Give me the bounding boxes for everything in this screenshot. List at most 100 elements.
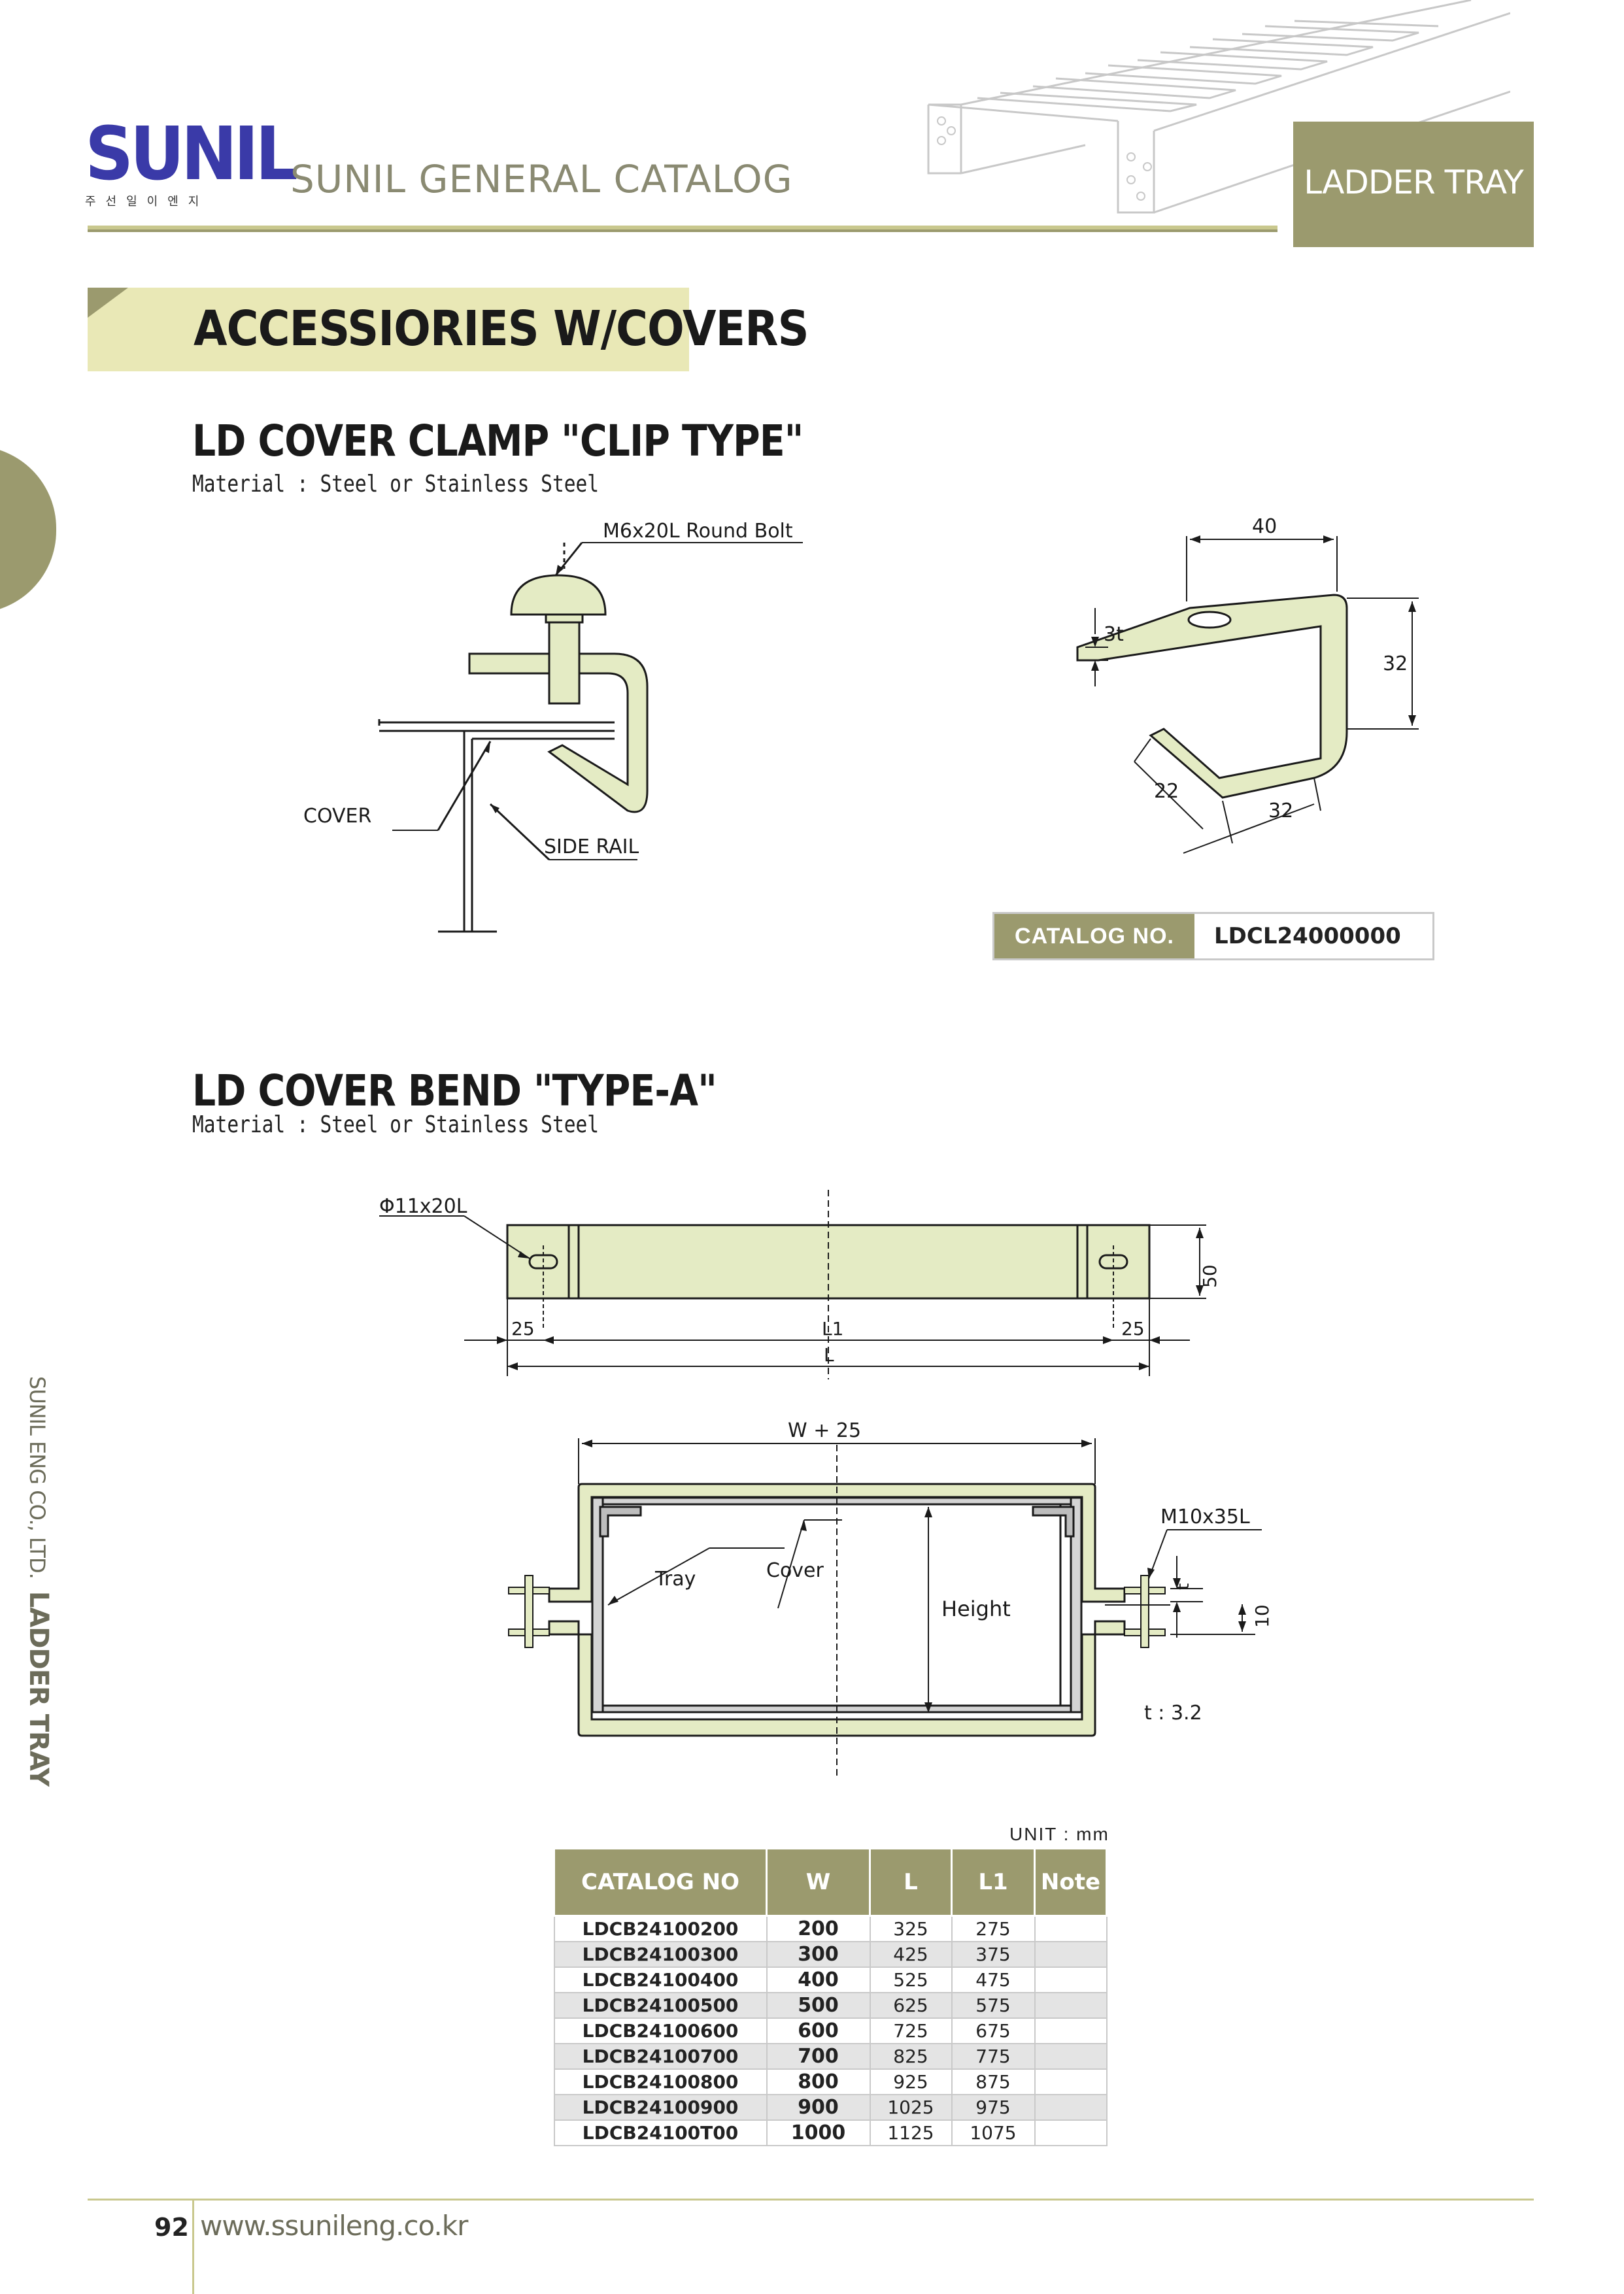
side-vertical-label: SUNIL ENG CO., LTD. LADDER TRAY (24, 1376, 54, 1786)
table-cell (1034, 2094, 1108, 2121)
header-rule-shadow (88, 229, 1277, 232)
bend-top-view: Φ11x20L 25 25 L1 L 50 (379, 1190, 1221, 1379)
clip-side-rail-label: SIDE RAIL (544, 835, 639, 858)
table-unit: UNIT : mm (1009, 1824, 1109, 1844)
side-company: SUNIL ENG CO., LTD. (25, 1376, 50, 1579)
bend-title: LD COVER BEND "TYPE-A" (192, 1066, 717, 1116)
clip-catalog-value: LDCL24000000 (1214, 923, 1401, 949)
spec-table-header-row: CATALOG NO W L L1 Note (553, 1847, 1108, 1917)
table-cell: 1025 (869, 2094, 953, 2121)
bend-tray-label: Tray (654, 1568, 696, 1591)
clip-catalog-label: CATALOG NO. (994, 914, 1194, 958)
footer-rule (88, 2199, 1534, 2201)
bend-bolt-label: M10x35L (1160, 1506, 1250, 1528)
section-title: ACCESSIORIES W/COVERS (194, 301, 809, 357)
ladder-tray-illustration (927, 0, 1510, 214)
table-cell: 400 (766, 1966, 871, 1993)
clip-dim-depth: 22 (1154, 780, 1179, 803)
table-cell: 1075 (951, 2119, 1036, 2146)
clip-dim-width: 40 (1252, 515, 1277, 538)
table-cell: 325 (869, 1915, 953, 1942)
clip-cover-label: COVER (303, 805, 371, 828)
bend-dim-l1: L1 (822, 1318, 843, 1340)
table-cell: 700 (766, 2043, 871, 2070)
clip-material: Material : Steel or Stainless Steel (192, 471, 600, 498)
spec-table-header: CATALOG NO (553, 1847, 768, 1917)
catalog-title: SUNIL GENERAL CATALOG (290, 157, 793, 201)
table-cell: 575 (951, 1992, 1036, 2019)
table-cell: 800 (766, 2068, 871, 2095)
table-cell: 825 (869, 2043, 953, 2070)
table-cell (1034, 1966, 1108, 1993)
table-cell: 1125 (869, 2119, 953, 2146)
table-cell: 275 (951, 1915, 1036, 1942)
bend-dim-25-right: 25 (1121, 1318, 1145, 1340)
side-section: LADDER TRAY (24, 1591, 54, 1786)
table-cell: 875 (951, 2068, 1036, 2095)
bend-hole-label: Φ11x20L (379, 1195, 467, 1218)
table-cell: LDCB24100T00 (553, 2119, 768, 2146)
clip-bolt-label: M6x20L Round Bolt (603, 520, 793, 543)
table-cell: LDCB24100400 (553, 1966, 768, 1993)
bend-t-label: t (1174, 1583, 1193, 1590)
spec-table-header: Note (1034, 1847, 1108, 1917)
section-tab: LADDER TRAY (1293, 122, 1534, 247)
table-cell (1034, 2119, 1108, 2146)
header-rule (88, 226, 1277, 229)
section-title-box: ACCESSIORIES W/COVERS (88, 288, 809, 371)
table-cell: 600 (766, 2017, 871, 2044)
table-cell (1034, 2043, 1108, 2070)
clip-part-drawing: 40 3t 32 22 32 (1076, 515, 1419, 854)
section-title-corner (88, 288, 128, 318)
bend-height-label: Height (941, 1596, 1011, 1621)
side-tab-marker (0, 446, 56, 613)
table-cell: 475 (951, 1966, 1036, 1993)
logo-wordmark: SUNIL (85, 112, 298, 197)
table-cell: 900 (766, 2094, 871, 2121)
table-cell: 525 (869, 1966, 953, 1993)
bend-material: Material : Steel or Stainless Steel (192, 1111, 600, 1138)
clip-catalog-box: CATALOG NO. LDCL24000000 (992, 912, 1434, 960)
table-cell: 675 (951, 2017, 1036, 2044)
spec-table-header: L (869, 1847, 953, 1917)
bend-cover-label: Cover (766, 1559, 824, 1582)
table-cell: 375 (951, 1941, 1036, 1968)
bend-dim-w25: W + 25 (788, 1419, 861, 1442)
bend-section-view: W + 25 M10x35L Tray Cover Height t 10 t … (508, 1419, 1273, 1778)
bend-dim-25-left: 25 (511, 1318, 535, 1340)
table-cell: LDCB24100300 (553, 1941, 768, 1968)
bend-dim-l: L (824, 1344, 834, 1366)
table-cell (1034, 1992, 1108, 2019)
table-cell: LDCB24100700 (553, 2043, 768, 2070)
table-cell: 425 (869, 1941, 953, 1968)
table-cell: 300 (766, 1941, 871, 1968)
clip-dim-height: 32 (1383, 652, 1408, 675)
bend-thickness-label: t : 3.2 (1144, 1702, 1202, 1725)
table-cell: 925 (869, 2068, 953, 2095)
table-cell (1034, 1915, 1108, 1942)
company-logo: SUNIL 주 선 일 이 엔 지 (85, 112, 298, 209)
table-cell: LDCB24100900 (553, 2094, 768, 2121)
clip-dim-base: 32 (1268, 800, 1293, 822)
logo-subtext: 주 선 일 이 엔 지 (85, 195, 203, 208)
table-cell: LDCB24100800 (553, 2068, 768, 2095)
clip-title: LD COVER CLAMP "CLIP TYPE" (192, 416, 804, 466)
table-cell: 500 (766, 1992, 871, 2019)
table-cell: 200 (766, 1915, 871, 1942)
table-cell: 775 (951, 2043, 1036, 2070)
page-number: 92 (154, 2213, 189, 2242)
clip-assembly-drawing: M6x20L Round Bolt COVER SIDE RAIL (303, 520, 803, 933)
footer-url[interactable]: www.ssunileng.co.kr (200, 2210, 468, 2242)
spec-table-header: L1 (951, 1847, 1036, 1917)
table-cell: 625 (869, 1992, 953, 2019)
table-cell: 975 (951, 2094, 1036, 2121)
table-cell: LDCB24100600 (553, 2017, 768, 2044)
clip-dim-thickness: 3t (1104, 623, 1124, 646)
